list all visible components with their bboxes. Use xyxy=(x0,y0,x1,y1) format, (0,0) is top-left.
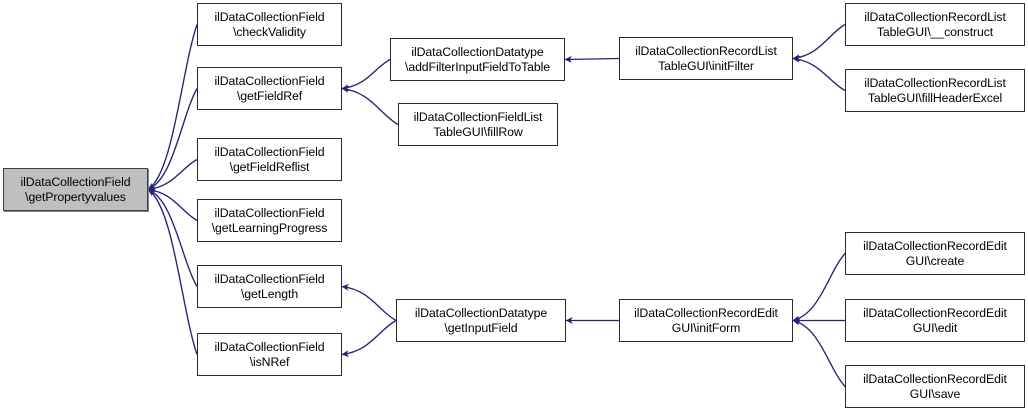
graph-node-addFilterInputFieldToTable[interactable]: ilDataCollectionDatatype \addFilterInput… xyxy=(390,38,565,81)
graph-node-getPropertyvalues: ilDataCollectionField \getPropertyvalues xyxy=(3,168,148,211)
graph-node-getLearningProgress[interactable]: ilDataCollectionField \getLearningProgre… xyxy=(197,199,342,242)
graph-edge-addFilterInputFieldToTable-to-getFieldRef xyxy=(341,58,391,92)
graph-edge-getFieldRef-to-getPropertyvalues xyxy=(147,88,198,191)
graph-edge-getLength-to-getPropertyvalues xyxy=(147,188,198,287)
graph-node-label: ilDataCollectionDatatype \getInputField xyxy=(414,305,548,335)
graph-edge-checkValidity-to-getPropertyvalues xyxy=(147,24,198,191)
graph-node-checkValidity[interactable]: ilDataCollectionField \checkValidity xyxy=(197,3,342,46)
graph-edge-save-to-initForm xyxy=(792,318,846,387)
graph-node-label: ilDataCollectionField \getFieldRef xyxy=(214,73,325,103)
graph-edge-getFieldReflist-to-getPropertyvalues xyxy=(147,158,198,193)
graph-node-label: ilDataCollectionRecordEdit GUI\create xyxy=(863,238,1007,268)
graph-node-label: ilDataCollectionField \getFieldReflist xyxy=(214,144,325,174)
graph-node-edit[interactable]: ilDataCollectionRecordEdit GUI\edit xyxy=(845,299,1025,342)
graph-edge-create-to-initForm xyxy=(792,253,846,323)
graph-node-label: ilDataCollectionRecordList TableGUI\__co… xyxy=(864,9,1006,39)
graph-node-label: ilDataCollectionField \getLearningProgre… xyxy=(211,205,328,235)
graph-node-construct[interactable]: ilDataCollectionRecordList TableGUI\__co… xyxy=(845,3,1025,46)
graph-edge-fillRow-to-getFieldRef xyxy=(341,85,399,126)
graph-node-label: ilDataCollectionField \isNRef xyxy=(214,339,325,369)
graph-node-initFilter[interactable]: ilDataCollectionRecordList TableGUI\init… xyxy=(619,37,793,80)
graph-node-getInputField[interactable]: ilDataCollectionDatatype \getInputField xyxy=(396,299,566,342)
graph-edge-getInputField-to-isNRef xyxy=(341,319,397,358)
graph-node-label: ilDataCollectionRecordList TableGUI\fill… xyxy=(864,75,1006,105)
graph-edge-fillHeaderExcel-to-initFilter xyxy=(792,55,846,92)
graph-node-label: ilDataCollectionRecordEdit GUI\save xyxy=(863,371,1007,401)
graph-node-getFieldRef[interactable]: ilDataCollectionField \getFieldRef xyxy=(197,67,342,110)
graph-node-getLength[interactable]: ilDataCollectionField \getLength xyxy=(197,265,342,308)
graph-node-label: ilDataCollectionRecordList TableGUI\init… xyxy=(635,43,777,73)
graph-node-create[interactable]: ilDataCollectionRecordEdit GUI\create xyxy=(845,232,1025,275)
graph-edge-getInputField-to-getLength xyxy=(341,283,397,322)
graph-edge-isNRef-to-getPropertyvalues xyxy=(147,188,198,355)
graph-node-label: ilDataCollectionField \checkValidity xyxy=(214,9,325,39)
graph-node-label: ilDataCollectionFieldList TableGUI\fillR… xyxy=(413,109,543,139)
graph-node-label: ilDataCollectionField \getLength xyxy=(214,271,325,301)
graph-node-fillHeaderExcel[interactable]: ilDataCollectionRecordList TableGUI\fill… xyxy=(845,69,1025,112)
graph-node-label: ilDataCollectionField \getPropertyvalues xyxy=(20,174,131,204)
graph-node-isNRef[interactable]: ilDataCollectionField \isNRef xyxy=(197,333,342,376)
graph-node-save[interactable]: ilDataCollectionRecordEdit GUI\save xyxy=(845,365,1025,408)
graph-node-fillRow[interactable]: ilDataCollectionFieldList TableGUI\fillR… xyxy=(398,103,558,146)
graph-edge-construct-to-initFilter xyxy=(792,23,846,62)
graph-node-label: ilDataCollectionRecordEdit GUI\edit xyxy=(863,305,1007,335)
graph-node-label: ilDataCollectionDatatype \addFilterInput… xyxy=(405,44,550,74)
graph-edge-initFilter-to-addFilterInputFieldToTable xyxy=(564,55,620,63)
graph-node-label: ilDataCollectionRecordEdit GUI\initForm xyxy=(634,305,778,335)
graph-node-initForm[interactable]: ilDataCollectionRecordEdit GUI\initForm xyxy=(619,299,793,342)
graph-node-getFieldReflist[interactable]: ilDataCollectionField \getFieldReflist xyxy=(197,138,342,181)
graph-edge-getLearningProgress-to-getPropertyvalues xyxy=(147,186,198,222)
